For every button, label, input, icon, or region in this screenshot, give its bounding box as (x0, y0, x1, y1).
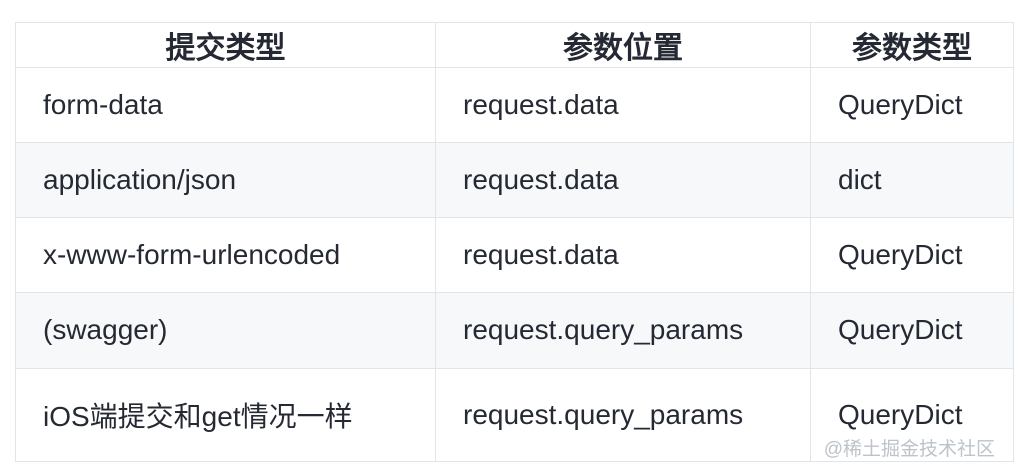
cell-submit-type: application/json (15, 142, 436, 219)
cell-submit-type: iOS端提交和get情况一样 (15, 367, 436, 463)
cell-param-location: request.data (435, 66, 811, 144)
column-header-param-location: 参数位置 (435, 22, 811, 68)
cell-param-location: request.data (435, 217, 811, 294)
cell-param-type: QueryDict (810, 217, 1014, 294)
table-row: iOS端提交和get情况一样 request.query_params Quer… (15, 367, 1014, 463)
table-row: (swagger) request.query_params QueryDict (15, 292, 1014, 369)
cell-param-location: request.query_params (435, 367, 811, 463)
cell-param-location: request.data (435, 142, 811, 219)
table-row: form-data request.data QueryDict (15, 66, 1014, 144)
cell-submit-type: (swagger) (15, 292, 436, 369)
table-row: application/json request.data dict (15, 142, 1014, 219)
cell-param-type: QueryDict (810, 66, 1014, 144)
cell-param-location: request.query_params (435, 292, 811, 369)
request-params-table: 提交类型 参数位置 参数类型 form-data request.data Qu… (15, 22, 1014, 463)
cell-param-type: dict (810, 142, 1014, 219)
cell-submit-type: x-www-form-urlencoded (15, 217, 436, 294)
column-header-submit-type: 提交类型 (15, 22, 436, 68)
column-header-param-type: 参数类型 (810, 22, 1014, 68)
cell-submit-type: form-data (15, 66, 436, 144)
cell-param-type: QueryDict (810, 292, 1014, 369)
cell-param-type: QueryDict (810, 367, 1014, 463)
table-row: x-www-form-urlencoded request.data Query… (15, 217, 1014, 294)
table-header-row: 提交类型 参数位置 参数类型 (15, 22, 1014, 68)
